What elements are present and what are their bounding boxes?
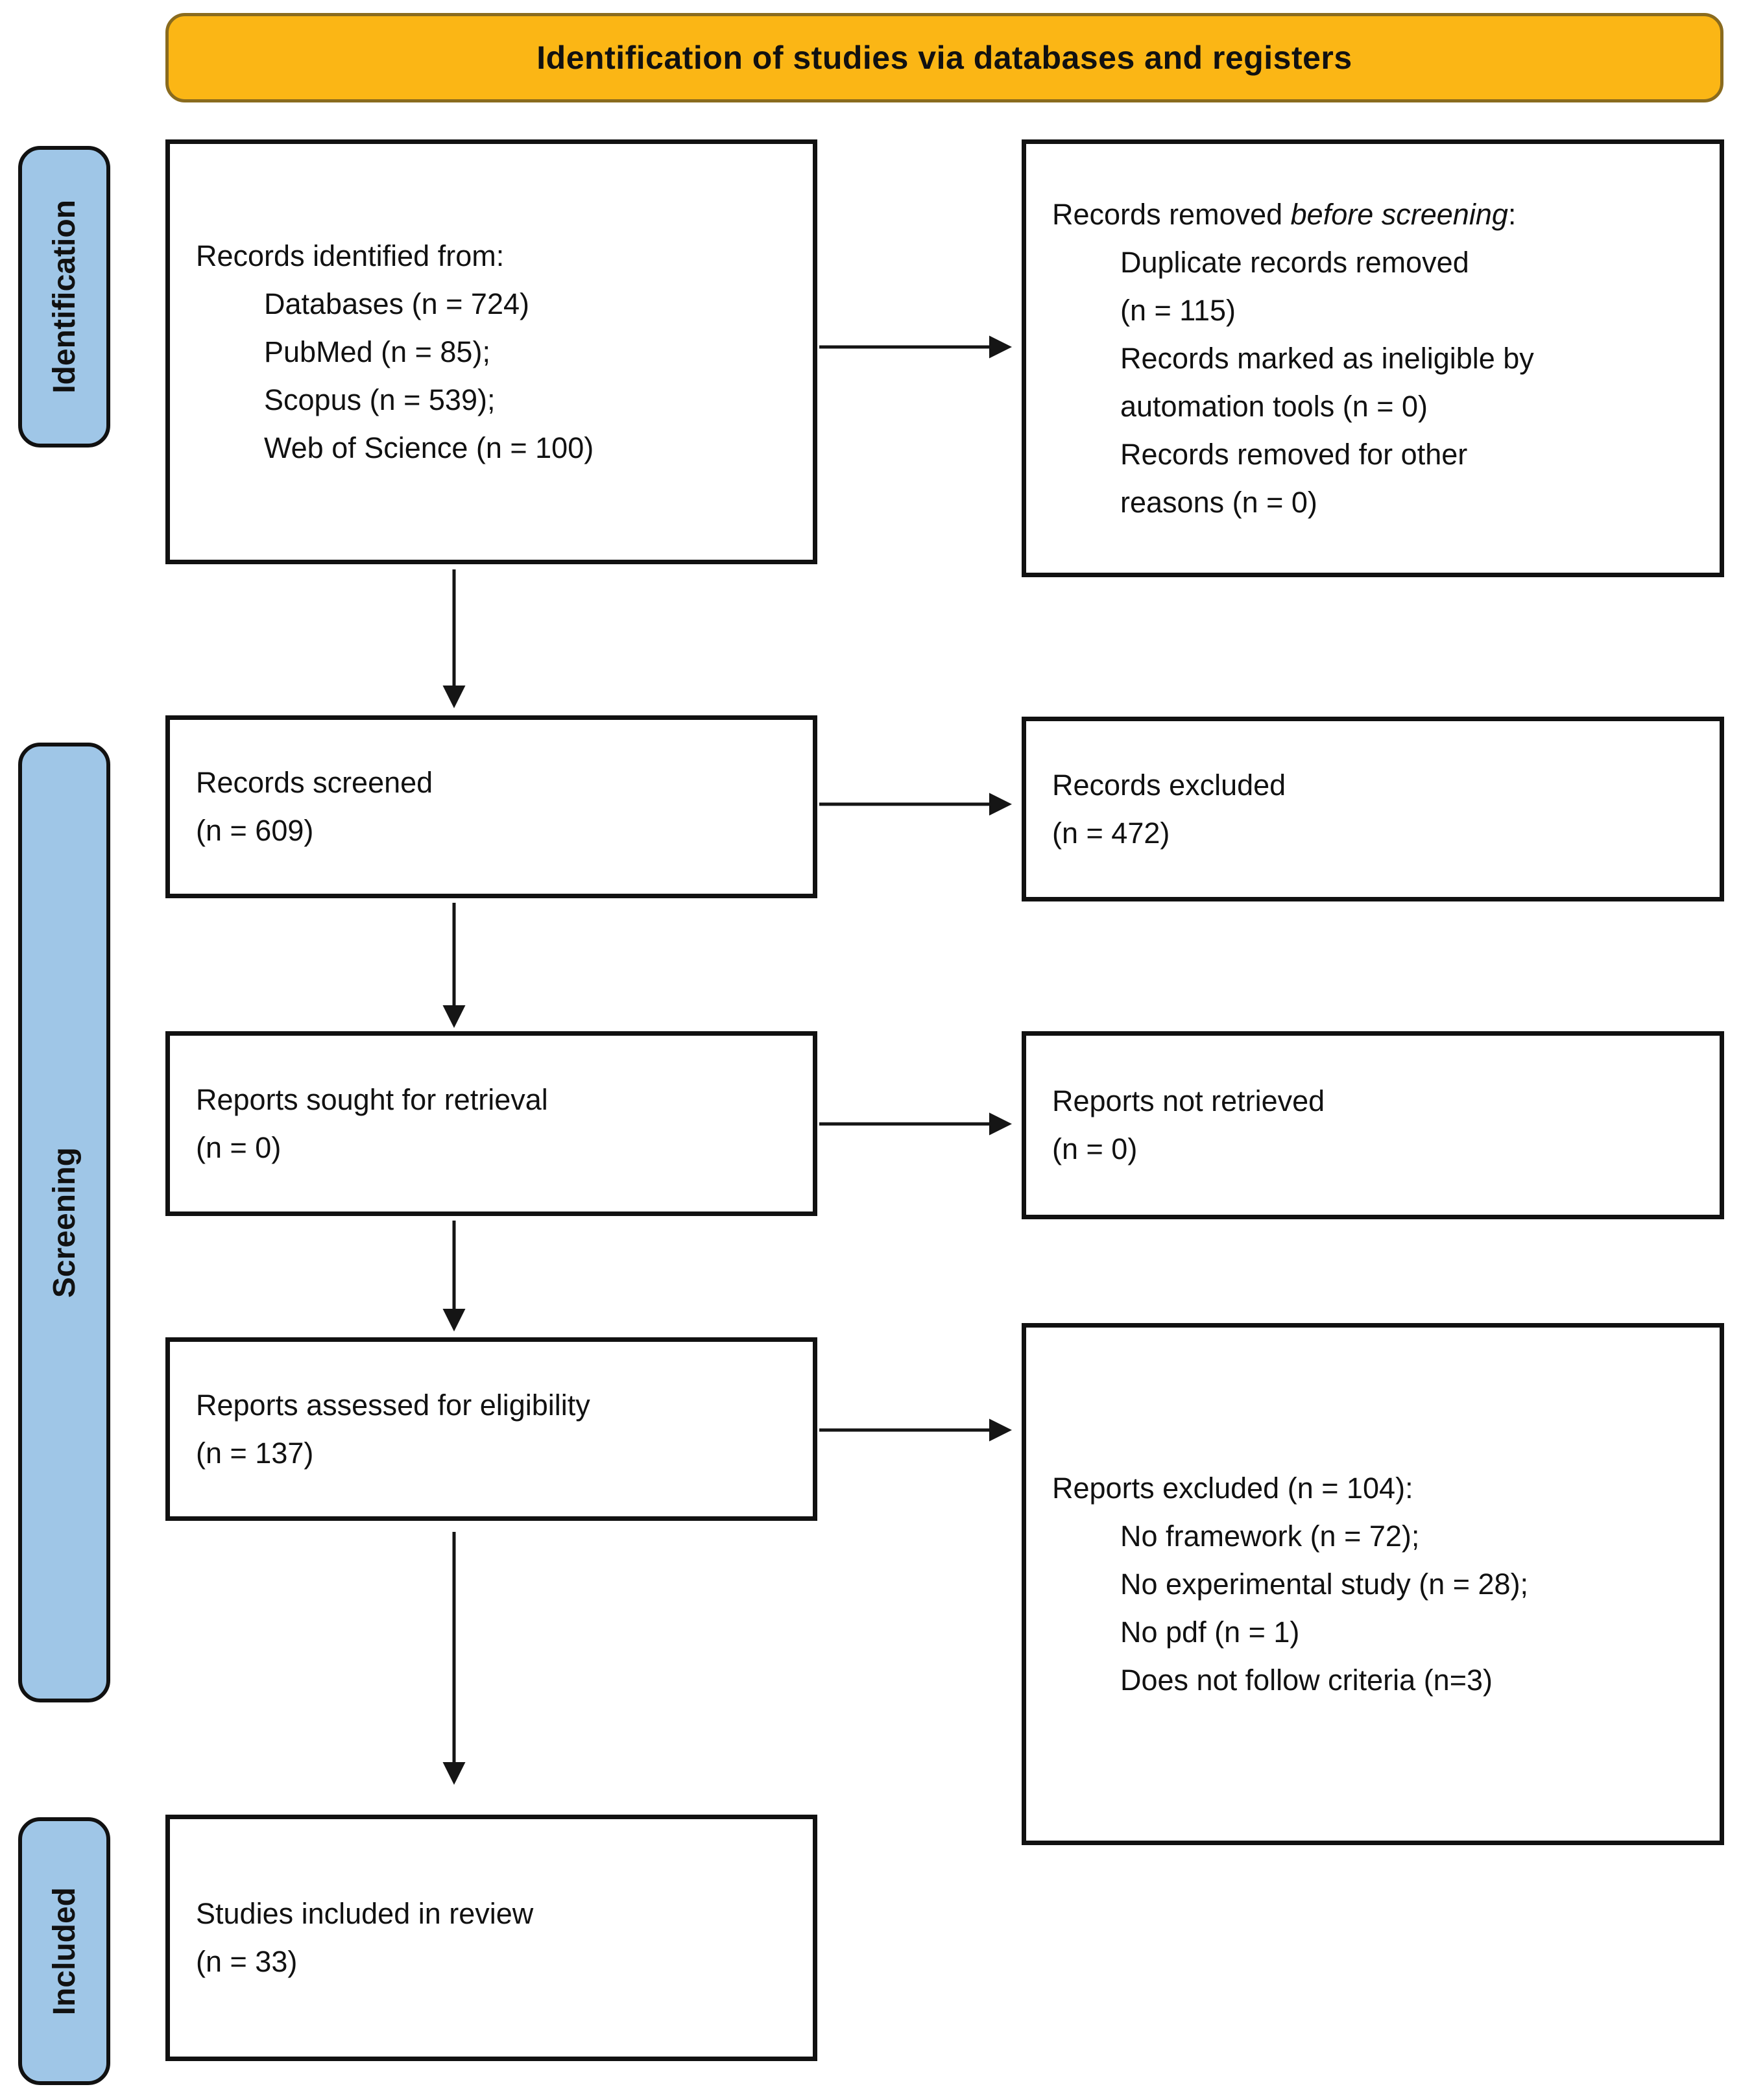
box-line: Records screened xyxy=(196,766,433,799)
box-line: (n = 0) xyxy=(196,1130,282,1164)
box-reports-excluded: Reports excluded (n = 104): No framework… xyxy=(1022,1323,1724,1845)
box-line: Databases (n = 724) xyxy=(264,287,529,320)
box-reports-assessed: Reports assessed for eligibility (n = 13… xyxy=(165,1337,817,1521)
box-line: Records excluded xyxy=(1052,768,1286,802)
stage-screening-text: Screening xyxy=(47,1147,82,1298)
box-line: Records identified from: xyxy=(196,239,505,272)
box-reports-not-retrieved: Reports not retrieved (n = 0) xyxy=(1022,1031,1724,1219)
box-line: (n = 33) xyxy=(196,1945,298,1978)
box-line: (n = 472) xyxy=(1052,816,1170,850)
box-line: Reports excluded (n = 104): xyxy=(1052,1471,1413,1505)
box-line: (n = 137) xyxy=(196,1436,314,1470)
stage-label-identification: Identification xyxy=(18,146,110,447)
box-line: (n = 115) xyxy=(1120,293,1236,327)
box-records-identified: Records identified from: Databases (n = … xyxy=(165,139,817,564)
stage-identification-text: Identification xyxy=(47,200,82,394)
box-line: Records removed for other xyxy=(1120,437,1468,471)
box-line: Reports assessed for eligibility xyxy=(196,1388,590,1422)
box-line: (n = 0) xyxy=(1052,1132,1138,1165)
box-reports-sought: Reports sought for retrieval (n = 0) xyxy=(165,1031,817,1216)
box-line: Reports not retrieved xyxy=(1052,1084,1325,1117)
stage-label-screening: Screening xyxy=(18,743,110,1702)
box-line: Records marked as ineligible by xyxy=(1120,341,1534,375)
box-line: Records removed before screening: xyxy=(1052,197,1517,231)
box-line: No framework (n = 72); xyxy=(1120,1519,1420,1553)
box-line: No experimental study (n = 28); xyxy=(1120,1567,1529,1601)
italic-phrase: before screening xyxy=(1290,197,1508,231)
box-line: Scopus (n = 539); xyxy=(264,383,496,416)
box-records-screened: Records screened (n = 609) xyxy=(165,715,817,898)
box-line: Studies included in review xyxy=(196,1897,534,1930)
stage-label-included: Included xyxy=(18,1817,110,2085)
box-line: Does not follow criteria (n=3) xyxy=(1120,1663,1493,1697)
box-records-excluded: Records excluded (n = 472) xyxy=(1022,717,1724,901)
box-line: Duplicate records removed xyxy=(1120,245,1469,279)
box-line: No pdf (n = 1) xyxy=(1120,1615,1300,1649)
box-line: (n = 609) xyxy=(196,814,314,847)
box-line: Web of Science (n = 100) xyxy=(264,431,594,464)
banner-label: Identification of studies via databases … xyxy=(536,40,1352,76)
stage-included-text: Included xyxy=(47,1887,82,2016)
box-line: PubMed (n = 85); xyxy=(264,335,490,368)
box-line: reasons (n = 0) xyxy=(1120,485,1317,519)
box-studies-included: Studies included in review (n = 33) xyxy=(165,1815,817,2061)
box-records-removed: Records removed before screening: Duplic… xyxy=(1022,139,1724,577)
box-line: automation tools (n = 0) xyxy=(1120,389,1428,423)
banner: Identification of studies via databases … xyxy=(165,13,1723,102)
box-line: Reports sought for retrieval xyxy=(196,1082,548,1116)
